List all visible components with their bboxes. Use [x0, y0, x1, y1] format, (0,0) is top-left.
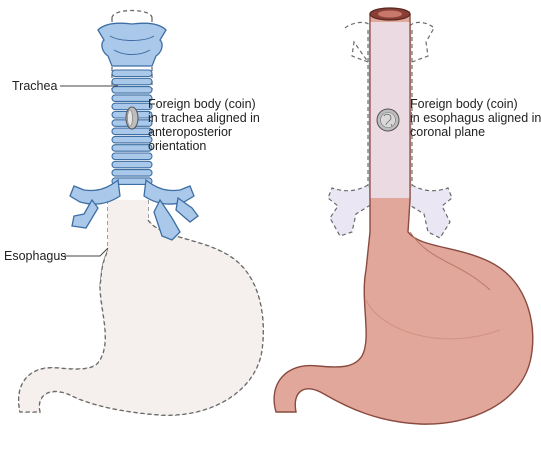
trachea-ring: [111, 135, 153, 144]
trachea-rings: [111, 69, 153, 185]
left-caption: Foreign body (coin) in trachea aligned i…: [148, 97, 260, 153]
right-panel: [273, 7, 534, 425]
label-esophagus: Esophagus: [4, 249, 67, 263]
left-panel: [18, 9, 264, 416]
trachea-ring: [111, 169, 153, 177]
right-caption: Foreign body (coin) in esophagus aligned…: [410, 97, 541, 139]
coin-esophagus: [376, 108, 400, 132]
larynx: [97, 22, 167, 67]
ghost-larynx-outline: [344, 21, 435, 64]
left-caption-line: orientation: [148, 139, 206, 153]
trachea-ring: [111, 77, 153, 86]
esophagus-leader: [64, 247, 109, 257]
trachea-ring: [111, 177, 153, 185]
right-caption-line: coronal plane: [410, 125, 485, 139]
esophagus-stomach: [273, 13, 534, 425]
coin-trachea: [125, 106, 139, 130]
right-caption-line: Foreign body (coin): [410, 97, 518, 111]
label-trachea: Trachea: [12, 79, 57, 93]
left-caption-line: anteroposterior: [148, 125, 232, 139]
left-caption-line: in trachea aligned in: [148, 111, 260, 125]
trachea-ring: [111, 86, 153, 94]
trachea-ring: [111, 160, 153, 169]
bronchi: [69, 178, 199, 241]
trachea-ring: [111, 94, 153, 102]
ghost-stomach: [18, 200, 264, 416]
trachea-ring: [111, 152, 153, 161]
ghost-stomach-outline: [18, 219, 264, 416]
ghost-bronchi-outline: [327, 184, 453, 239]
trachea-ring: [111, 144, 153, 152]
trachea-ring: [111, 69, 153, 78]
right-caption-line: in esophagus aligned in: [410, 111, 541, 125]
left-caption-line: Foreign body (coin): [148, 97, 256, 111]
